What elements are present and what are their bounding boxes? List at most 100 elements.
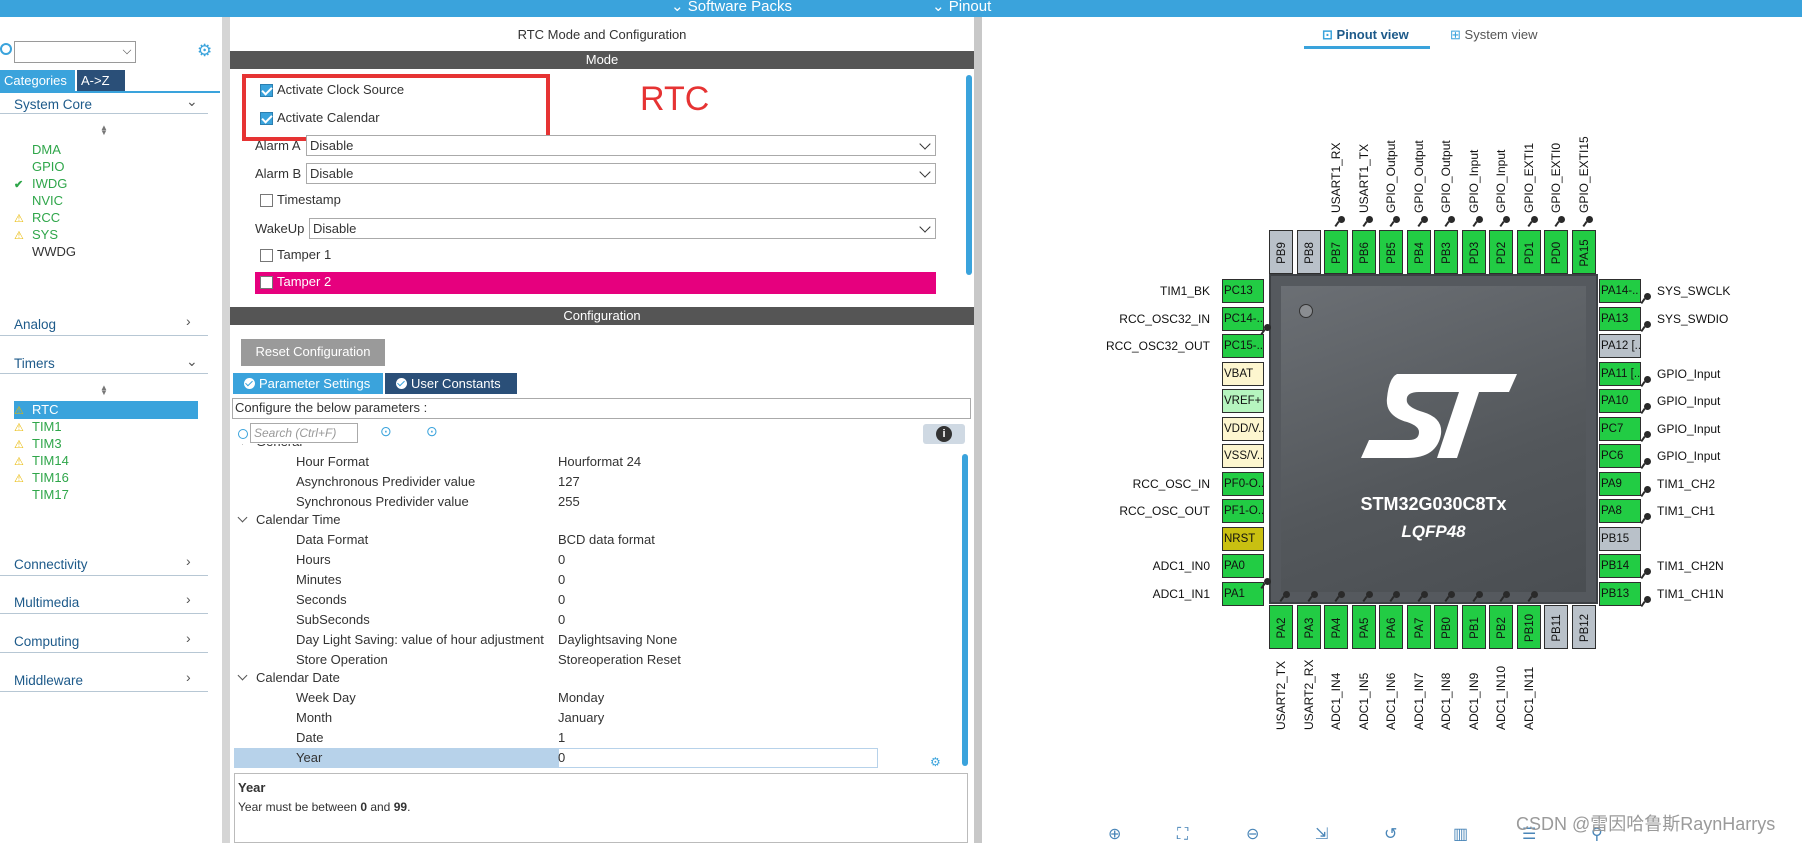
previous-match-icon[interactable]: ⊙ <box>380 423 392 439</box>
alarm-a-select[interactable]: Disable <box>306 135 936 156</box>
sidebar-item-iwdg[interactable]: ✔IWDG <box>14 175 67 193</box>
export-icon[interactable]: ⇲ <box>1315 826 1329 843</box>
sidebar-item-nvic[interactable]: NVIC <box>14 192 63 210</box>
parameter-search-input[interactable]: Search (Ctrl+F) <box>250 423 358 443</box>
reset-configuration-button[interactable]: Reset Configuration <box>241 339 385 366</box>
pin-pb2[interactable]: PB2 <box>1489 605 1513 649</box>
parameter-value[interactable]: Daylightsaving None <box>558 632 678 647</box>
pin-pa13[interactable]: PA13 <box>1599 306 1641 331</box>
parameter-value[interactable]: 127 <box>558 474 580 489</box>
pin-pb14[interactable]: PB14 <box>1599 554 1641 578</box>
year-edit-field[interactable] <box>558 748 878 768</box>
chevron-right-icon[interactable]: › <box>186 591 191 607</box>
tab-a-to-z[interactable]: A->Z <box>77 70 125 91</box>
pin-pd1[interactable]: PD1 <box>1516 230 1541 274</box>
pin-pb12[interactable]: PB12 <box>1571 605 1596 649</box>
pin-pb7[interactable]: PB7 <box>1324 230 1348 274</box>
pin-pa14[interactable]: PA14-.. <box>1599 279 1641 303</box>
pin-pa7[interactable]: PA7 <box>1406 605 1431 649</box>
sidebar-item-sys[interactable]: ⚠SYS <box>14 226 58 244</box>
pin-vdd-v[interactable]: VDD/V.. <box>1222 416 1264 441</box>
info-button[interactable]: i <box>923 424 965 444</box>
sidebar-item-tim14[interactable]: ⚠TIM14 <box>14 452 69 470</box>
parameter-value[interactable]: Monday <box>558 690 605 705</box>
search-icon[interactable]: ⚲ <box>1591 826 1603 843</box>
pin-pf1-o[interactable]: PF1-O.. <box>1222 499 1264 523</box>
parameter-value[interactable]: 0 <box>558 572 566 587</box>
activate-clock-source-checkbox[interactable] <box>260 84 273 97</box>
sidebar-item-rtc[interactable]: ⚠RTC <box>14 401 198 419</box>
gear-icon[interactable]: ⚙ <box>930 755 941 769</box>
group-calendar-date[interactable]: Calendar Date <box>238 670 340 685</box>
category-search-combo[interactable] <box>14 41 136 63</box>
tab-pinout-view[interactable]: ⊡ Pinout view <box>1322 27 1409 43</box>
pin-vref[interactable]: VREF+ <box>1222 389 1264 413</box>
sidebar-item-tim16[interactable]: ⚠TIM16 <box>14 469 69 487</box>
chevron-right-icon[interactable]: › <box>186 669 191 685</box>
parameter-value[interactable]: 255 <box>558 494 580 509</box>
parameter-value[interactable]: 0 <box>558 612 566 627</box>
zoom-out-icon[interactable]: ⊖ <box>1246 826 1260 843</box>
chevron-right-icon[interactable]: › <box>186 630 191 646</box>
parameter-value[interactable]: Hourformat 24 <box>558 454 642 469</box>
pin-pa5[interactable]: PA5 <box>1351 605 1376 649</box>
pin-pc14[interactable]: PC14-.. <box>1222 306 1264 331</box>
mode-scrollbar[interactable] <box>966 75 972 275</box>
section-analog[interactable]: Analog <box>14 317 57 332</box>
pin-pa11[interactable]: PA11 [.. <box>1599 361 1641 386</box>
chevron-down-icon[interactable] <box>238 516 248 522</box>
chevron-right-icon[interactable]: › <box>186 313 191 329</box>
sort-icon[interactable]: ▲▼ <box>100 123 108 137</box>
wakeup-select[interactable]: Disable <box>309 218 936 239</box>
pin-pb6[interactable]: PB6 <box>1351 230 1376 274</box>
pin-nrst[interactable]: NRST <box>1222 526 1264 551</box>
pin-pc7[interactable]: PC7 <box>1599 416 1641 441</box>
pin-pb10[interactable]: PB10 <box>1516 605 1541 649</box>
sidebar-item-wwdg[interactable]: WWDG <box>14 243 76 261</box>
pin-pb4[interactable]: PB4 <box>1406 230 1431 274</box>
sidebar-item-dma[interactable]: DMA <box>14 141 61 159</box>
fit-icon[interactable]: ⛶ <box>1177 826 1189 843</box>
pin-pb5[interactable]: PB5 <box>1379 230 1403 274</box>
software-packs-menu[interactable]: ⌄ Software Packs <box>671 0 792 15</box>
pin-pd3[interactable]: PD3 <box>1461 230 1486 274</box>
pin-pa15[interactable]: PA15 <box>1571 230 1596 274</box>
parameter-value[interactable]: Storeoperation Reset <box>558 652 681 667</box>
parameter-row[interactable]: Day Light Saving: value of hour adjustme… <box>230 630 950 650</box>
sidebar-item-tim1[interactable]: ⚠TIM1 <box>14 418 62 436</box>
right-splitter[interactable] <box>974 17 982 843</box>
tamper2-row[interactable]: Tamper 2 <box>255 272 936 294</box>
pin-pb13[interactable]: PB13 <box>1599 581 1641 606</box>
pin-pb0[interactable]: PB0 <box>1434 605 1458 649</box>
pin-pa3[interactable]: PA3 <box>1296 605 1321 649</box>
pin-vbat[interactable]: VBAT <box>1222 361 1264 386</box>
pin-pa9[interactable]: PA9 <box>1599 471 1641 496</box>
pin-pb8[interactable]: PB8 <box>1296 230 1321 274</box>
sidebar-item-tim3[interactable]: ⚠TIM3 <box>14 435 62 453</box>
group-general[interactable]: General <box>238 444 302 449</box>
pin-pc15[interactable]: PC15-.. <box>1222 334 1264 358</box>
pin-pa0[interactable]: PA0 <box>1222 554 1264 578</box>
sidebar-item-gpio[interactable]: GPIO <box>14 158 65 176</box>
pin-pa12[interactable]: PA12 [.. <box>1599 334 1641 358</box>
pin-pc6[interactable]: PC6 <box>1599 444 1641 468</box>
next-match-icon[interactable]: ⊙ <box>426 423 438 439</box>
timestamp-checkbox[interactable] <box>260 194 273 207</box>
activate-calendar-checkbox[interactable] <box>260 112 273 125</box>
pin-pc13[interactable]: PC13 <box>1222 279 1264 303</box>
tab-parameter-settings[interactable]: Parameter Settings <box>233 373 383 394</box>
pin-pf0-o[interactable]: PF0-O.. <box>1222 471 1264 496</box>
pinout-menu[interactable]: ⌄ Pinout <box>932 0 992 15</box>
chevron-down-icon[interactable] <box>238 674 248 680</box>
pin-pb11[interactable]: PB11 <box>1544 605 1568 649</box>
sort-icon[interactable]: ▲▼ <box>100 383 108 397</box>
